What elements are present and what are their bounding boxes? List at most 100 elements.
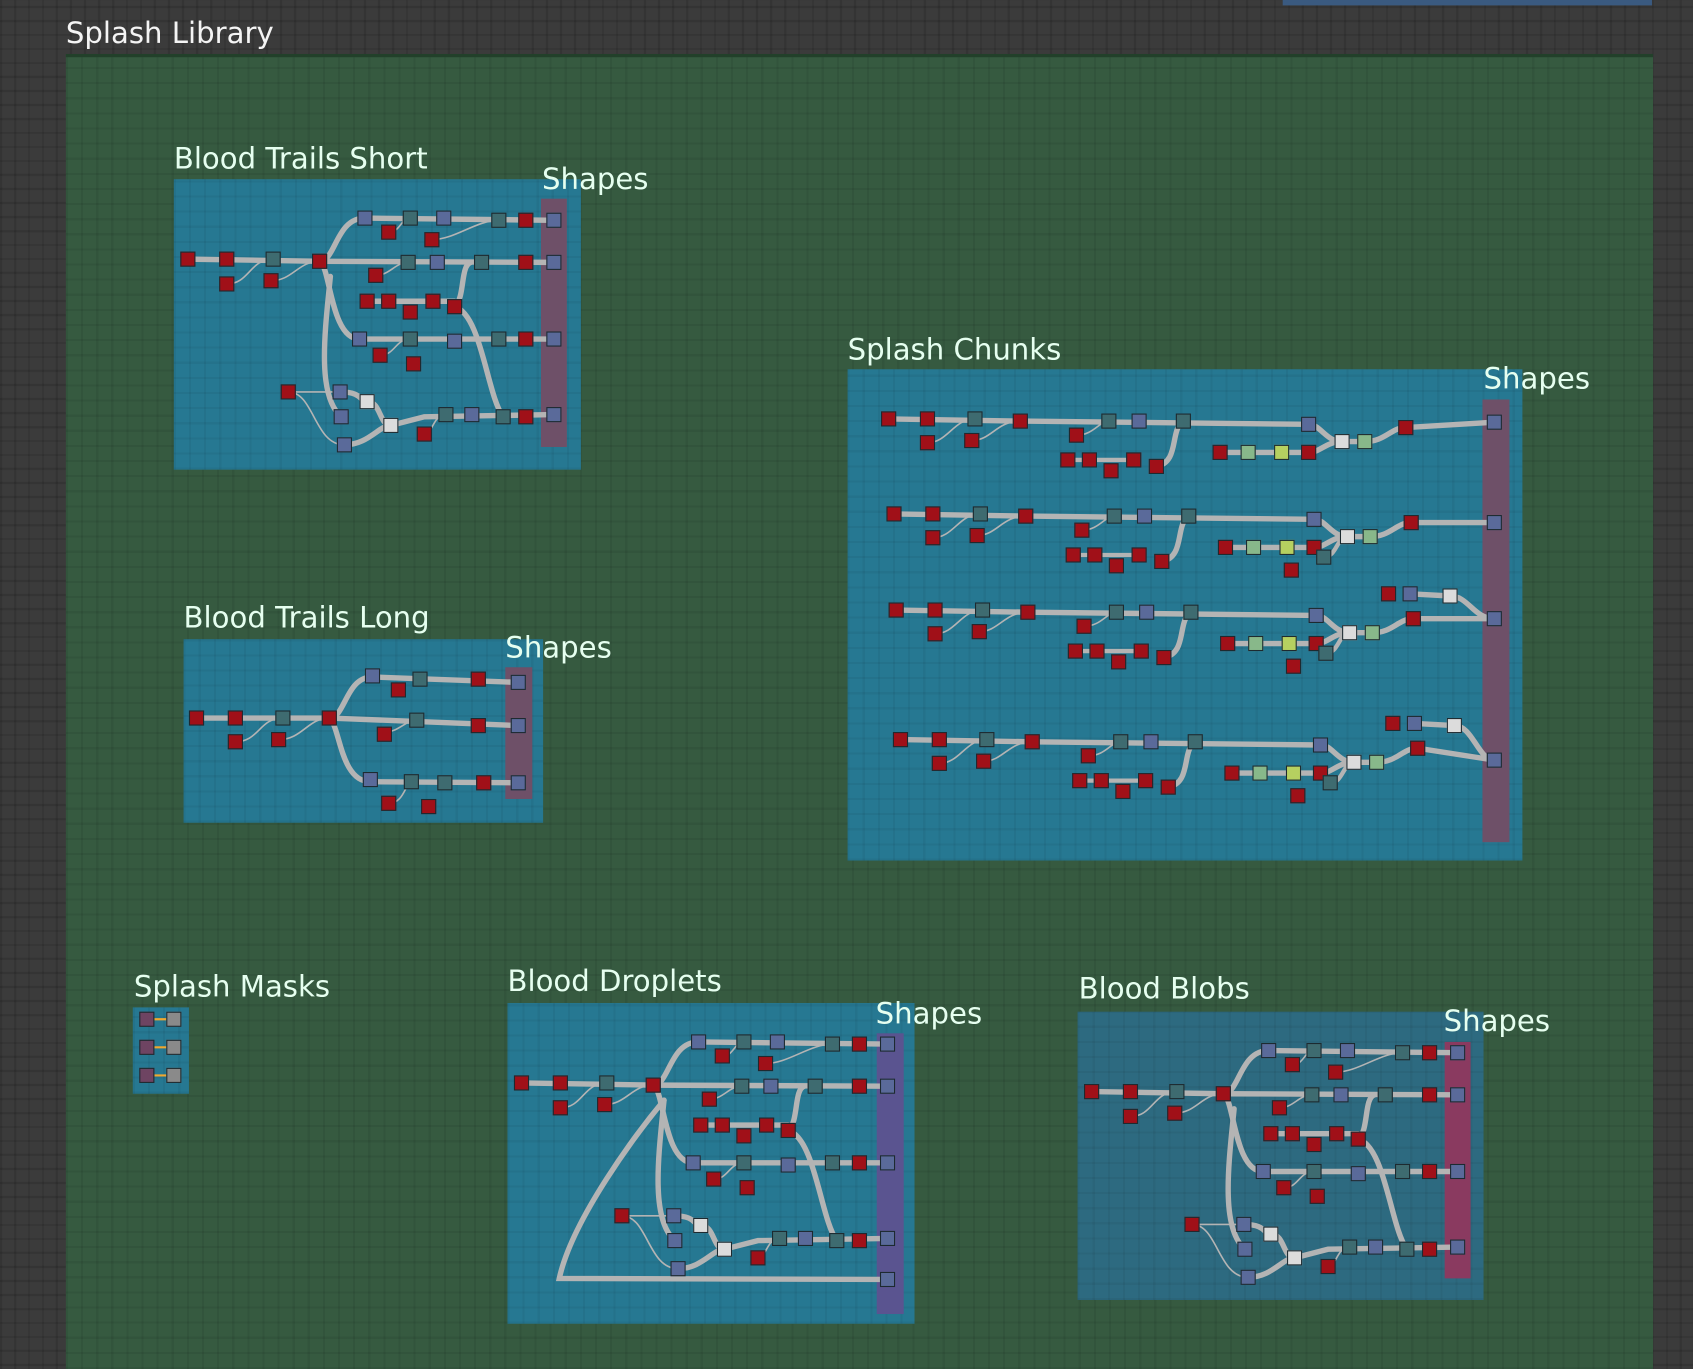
merge-node[interactable] <box>716 1241 733 1257</box>
shape-node[interactable] <box>1139 604 1155 620</box>
shape-node[interactable] <box>879 1230 896 1246</box>
merge-node[interactable] <box>1346 754 1362 770</box>
shape-node[interactable] <box>436 210 452 226</box>
math-node[interactable] <box>736 1034 752 1050</box>
merge-node[interactable] <box>1339 529 1356 545</box>
value-node[interactable] <box>1156 649 1172 666</box>
merge-node[interactable] <box>1334 434 1350 450</box>
shape-node[interactable] <box>691 1034 707 1050</box>
transform-node[interactable] <box>1364 625 1380 641</box>
value-node[interactable] <box>402 304 418 320</box>
math-node[interactable] <box>972 506 988 522</box>
value-node[interactable] <box>881 411 897 427</box>
value-node[interactable] <box>381 224 397 240</box>
math-node[interactable] <box>265 251 281 267</box>
math-node[interactable] <box>807 1078 823 1094</box>
merge-node[interactable] <box>1263 1226 1279 1242</box>
value-node[interactable] <box>714 1048 730 1064</box>
value-node[interactable] <box>925 506 941 522</box>
math-node[interactable] <box>495 409 511 425</box>
shape-node[interactable] <box>780 1157 796 1173</box>
value-node[interactable] <box>1138 773 1154 789</box>
value-node[interactable] <box>645 1077 661 1093</box>
value-node[interactable] <box>372 347 388 363</box>
math-node[interactable] <box>400 254 416 270</box>
value-node[interactable] <box>1215 1086 1231 1102</box>
value-node[interactable] <box>759 1117 775 1133</box>
value-node[interactable] <box>1122 1084 1139 1100</box>
shape-node[interactable] <box>879 1155 896 1171</box>
math-node[interactable] <box>771 1230 788 1246</box>
value-node[interactable] <box>1154 553 1170 570</box>
shape-node[interactable] <box>685 1155 701 1171</box>
shape-node[interactable] <box>464 407 480 423</box>
value-node[interactable] <box>390 682 406 698</box>
value-node[interactable] <box>1103 463 1119 479</box>
math-node[interactable] <box>1377 1087 1393 1103</box>
value-node[interactable] <box>1068 427 1085 443</box>
shape-node[interactable] <box>1368 1239 1384 1255</box>
value-node[interactable] <box>714 1117 730 1133</box>
math-node[interactable] <box>1306 1043 1322 1059</box>
value-node[interactable] <box>1167 1105 1183 1121</box>
value-node[interactable] <box>1410 740 1426 756</box>
value-node[interactable] <box>476 775 492 791</box>
shape-node[interactable] <box>1486 752 1502 768</box>
value-node[interactable] <box>1263 1126 1279 1142</box>
math-node[interactable] <box>979 732 995 748</box>
value-node[interactable] <box>757 1055 774 1072</box>
value-node[interactable] <box>1329 1126 1345 1142</box>
value-node[interactable] <box>1087 547 1103 563</box>
value-node[interactable] <box>219 251 235 267</box>
shape-node[interactable] <box>364 668 381 684</box>
math-node[interactable] <box>829 1233 845 1249</box>
math-node[interactable] <box>438 407 454 423</box>
shape-node[interactable] <box>1406 715 1422 731</box>
shape-node[interactable] <box>1350 1166 1366 1182</box>
shape-node[interactable] <box>429 254 445 270</box>
value-node[interactable] <box>780 1122 796 1139</box>
shape-node[interactable] <box>1450 1239 1466 1255</box>
value-node[interactable] <box>321 710 337 726</box>
math-node[interactable] <box>412 671 428 687</box>
math-node[interactable] <box>1101 413 1117 429</box>
value-node[interactable] <box>405 356 422 372</box>
math-node[interactable] <box>409 712 425 728</box>
value-node[interactable] <box>1405 611 1421 627</box>
value-node[interactable] <box>851 1036 868 1052</box>
value-node[interactable] <box>518 254 534 270</box>
value-node[interactable] <box>736 1128 752 1144</box>
transform-node[interactable] <box>1362 529 1378 545</box>
value-node[interactable] <box>919 435 936 451</box>
value-node[interactable] <box>1328 1064 1344 1080</box>
merge-node[interactable] <box>383 417 399 433</box>
value-node[interactable] <box>227 710 243 726</box>
shape-node[interactable] <box>1333 1087 1349 1103</box>
shape-node[interactable] <box>667 1233 683 1249</box>
value-node[interactable] <box>188 710 205 726</box>
value-node[interactable] <box>376 726 392 742</box>
math-node[interactable] <box>402 210 418 226</box>
value-node[interactable] <box>693 1117 709 1133</box>
value-node[interactable] <box>1089 643 1105 659</box>
value-node[interactable] <box>470 718 486 734</box>
value-node[interactable] <box>1080 748 1096 764</box>
value-node[interactable] <box>219 276 235 292</box>
shape-node[interactable] <box>666 1208 682 1224</box>
value-node[interactable] <box>892 732 909 748</box>
merge-node[interactable] <box>1342 625 1358 641</box>
value-node[interactable] <box>1309 1188 1325 1204</box>
value-node[interactable] <box>263 273 279 289</box>
value-node[interactable] <box>1084 1084 1100 1100</box>
shape-node[interactable] <box>1402 586 1418 602</box>
value-node[interactable] <box>552 1100 568 1116</box>
shape-node[interactable] <box>510 718 526 734</box>
value-node[interactable] <box>1012 413 1028 429</box>
value-node[interactable] <box>1398 420 1414 436</box>
shape-node[interactable] <box>879 1036 896 1052</box>
value-node[interactable] <box>1065 547 1081 563</box>
value-node[interactable] <box>1024 734 1040 750</box>
math-node[interactable] <box>1175 413 1191 429</box>
value-node[interactable] <box>518 409 534 425</box>
math-node[interactable] <box>1399 1241 1415 1257</box>
